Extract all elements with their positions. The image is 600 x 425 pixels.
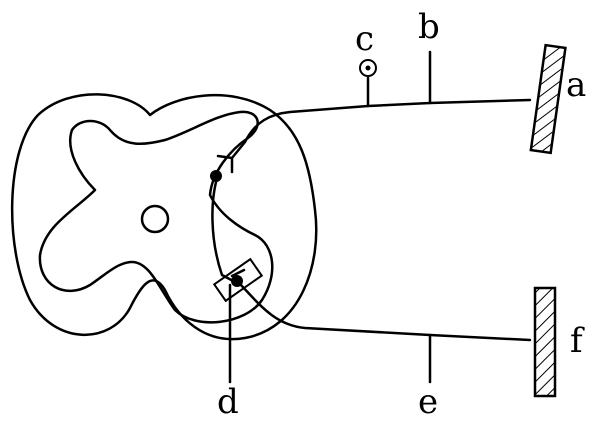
interneuron-path — [212, 175, 235, 282]
effector-f — [535, 288, 555, 396]
label-b: b — [418, 7, 440, 47]
label-c: c — [355, 19, 374, 59]
central-canal — [142, 206, 168, 232]
label-e: e — [418, 382, 438, 422]
label-a: a — [566, 65, 586, 105]
efferent-nerve-e — [240, 284, 530, 340]
synapse-dot-upper — [210, 170, 222, 182]
afferent-nerve-b — [245, 100, 530, 142]
gray-matter — [40, 112, 272, 323]
label-f: f — [570, 321, 585, 361]
receptor-a — [531, 45, 566, 153]
label-d: d — [217, 382, 239, 422]
electrode-c-inner — [366, 66, 371, 71]
spinal-cord-outline — [12, 94, 316, 339]
synapse-fork — [218, 142, 245, 172]
